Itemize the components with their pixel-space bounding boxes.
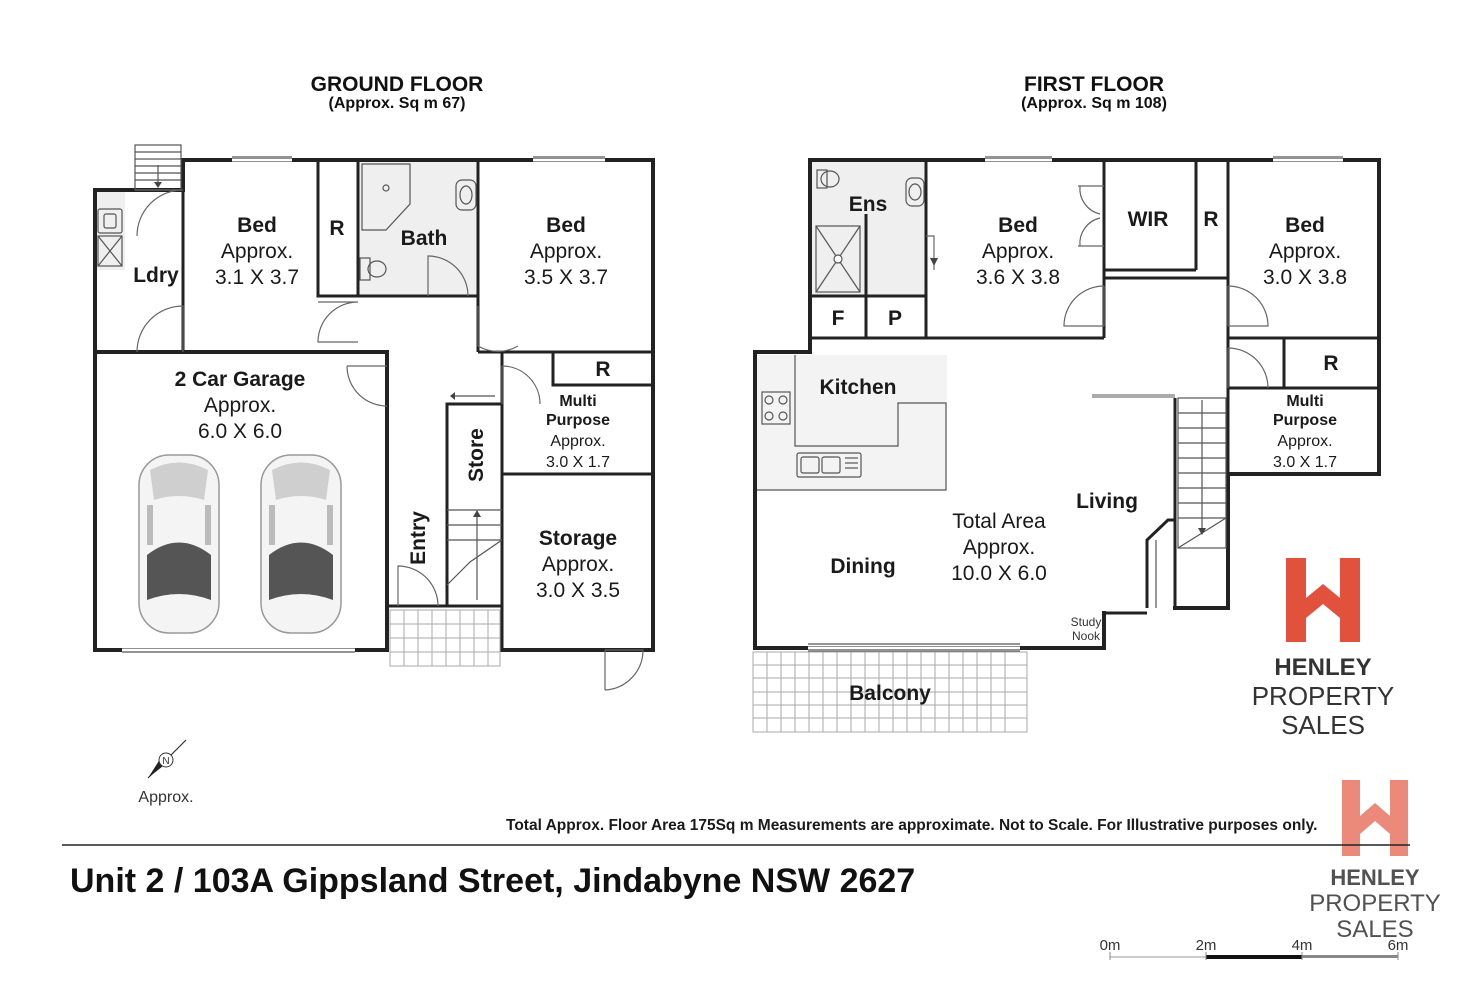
first-multi-name1: Multi [1286, 393, 1323, 410]
first-floor-area: (Approx. Sq m 108) [1021, 95, 1167, 112]
first-robe2-name: R [1323, 352, 1338, 375]
ground-garage-approx: Approx. [204, 394, 276, 417]
ground-floor-area: (Approx. Sq m 67) [329, 95, 466, 112]
first-study-name2: Nook [1072, 629, 1101, 643]
logo-line3: SALES [1281, 710, 1365, 740]
first-wir-name: WIR [1128, 208, 1169, 231]
ground-bed1-name: Bed [237, 214, 277, 237]
first-kitchen-name: Kitchen [819, 376, 896, 399]
henley-h-icon [1286, 558, 1360, 642]
ground-storage-approx: Approx. [542, 553, 614, 576]
property-address: Unit 2 / 103A Gippsland Street, Jindabyn… [70, 862, 915, 900]
ground-bath-name: Bath [401, 227, 448, 250]
logo-line2: PROPERTY [1252, 681, 1395, 711]
ground-entry-name: Entry [407, 511, 430, 565]
ground-laundry-name: Ldry [133, 264, 179, 287]
first-balcony-name: Balcony [849, 682, 931, 705]
first-bed2-approx: Approx. [1269, 240, 1341, 263]
first-total-size: 10.0 X 6.0 [951, 562, 1047, 585]
scale-label-4: 4m [1292, 937, 1313, 954]
first-bed2-name: Bed [1285, 214, 1325, 237]
henley-logo: HENLEY PROPERTY SALES [1252, 558, 1395, 740]
first-p-name: P [888, 307, 902, 330]
henley-logo-watermark: HENLEY PROPERTY SALES [1309, 780, 1441, 943]
first-living-name: Living [1076, 490, 1138, 513]
ground-multi-size: 3.0 X 1.7 [546, 454, 610, 471]
compass-icon: N [147, 739, 187, 779]
ground-floor-title: GROUND FLOOR [311, 73, 484, 96]
ground-storage-name: Storage [539, 527, 617, 550]
car-icon [138, 454, 220, 634]
first-total-approx: Approx. [963, 536, 1035, 559]
first-multi-size: 3.0 X 1.7 [1273, 454, 1337, 471]
watermark-line2: PROPERTY [1309, 890, 1441, 917]
disclaimer: Total Approx. Floor Area 175Sq m Measure… [506, 817, 1317, 834]
ground-bed1-size: 3.1 X 3.7 [215, 266, 299, 289]
watermark-line1: HENLEY [1330, 865, 1420, 890]
compass-label: Approx. [138, 789, 193, 806]
scale-label-2: 2m [1196, 937, 1217, 954]
first-ens-name: Ens [849, 193, 888, 216]
first-multi-approx: Approx. [1277, 433, 1332, 450]
ground-robe2-name: R [595, 358, 610, 381]
first-total-name: Total Area [952, 510, 1046, 533]
ground-bed2-approx: Approx. [530, 240, 602, 263]
ground-multi-name2: Purpose [546, 412, 610, 429]
ground-bed1-approx: Approx. [221, 240, 293, 263]
scale-bar: 0m 2m 4m 6m [1100, 937, 1409, 960]
ground-multi-name1: Multi [559, 393, 596, 410]
car-icon [260, 454, 342, 634]
scale-label-0: 0m [1100, 937, 1121, 954]
first-bed1-name: Bed [998, 214, 1038, 237]
first-multi-name2: Purpose [1273, 412, 1337, 429]
ground-multi-approx: Approx. [550, 433, 605, 450]
first-study-name1: Study [1071, 615, 1102, 629]
scale-label-6: 6m [1388, 937, 1409, 954]
ground-garage-name: 2 Car Garage [175, 368, 306, 391]
logo-line1: HENLEY [1274, 654, 1371, 681]
first-floor-plan: Ens Bed Approx. 3.6 X 3.8 WIR R Bed Appr… [752, 156, 1381, 733]
ground-bed2-name: Bed [546, 214, 586, 237]
ground-garage-size: 6.0 X 6.0 [198, 420, 282, 443]
first-f-name: F [832, 307, 845, 330]
first-bed1-size: 3.6 X 3.8 [976, 266, 1060, 289]
compass-letter: N [162, 756, 169, 767]
ground-storage-size: 3.0 X 3.5 [536, 579, 620, 602]
henley-h-icon [1342, 780, 1408, 856]
ground-bed2-size: 3.5 X 3.7 [524, 266, 608, 289]
first-dining-name: Dining [830, 555, 895, 578]
ground-floor-plan: Bed Approx. 3.1 X 3.7 R Bath Bed Approx.… [93, 144, 655, 691]
watermark-line3: SALES [1336, 916, 1413, 943]
ground-robe1-name: R [329, 217, 344, 240]
first-bed2-size: 3.0 X 3.8 [1263, 266, 1347, 289]
ground-store-name: Store [465, 428, 488, 482]
first-robe1-name: R [1203, 208, 1218, 231]
first-bed1-approx: Approx. [982, 240, 1054, 263]
first-floor-title: FIRST FLOOR [1024, 73, 1164, 96]
